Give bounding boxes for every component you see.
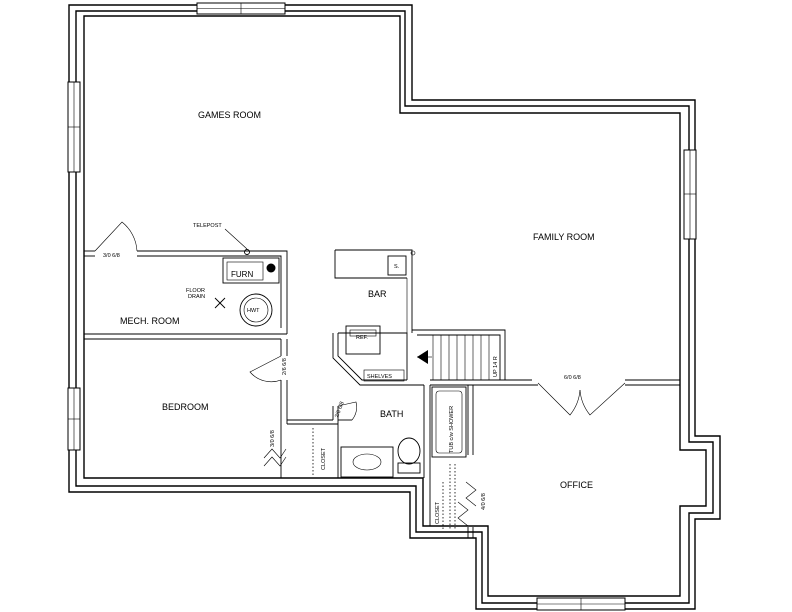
label-bath-door: 2/6 6/8	[334, 401, 345, 419]
furnace	[222, 257, 280, 284]
floor-drain-icon	[214, 297, 226, 309]
label-closet-bedroom: CLOSET	[321, 447, 327, 470]
room-labels: GAMES ROOM FAMILY ROOM MECH. ROOM BEDROO…	[120, 110, 595, 490]
label-drain: DRAIN	[188, 294, 205, 300]
exterior-wall-middle	[75, 10, 714, 604]
label-telepost: TELEPOST	[193, 223, 222, 229]
label-shelves: SHELVES	[367, 374, 392, 380]
label-stair: UP 14 R	[493, 356, 499, 377]
door-swing-bath[interactable]	[337, 401, 357, 421]
label-hwt: HWT	[247, 308, 260, 314]
label-mech-room: MECH. ROOM	[120, 316, 180, 326]
furnace-vent-icon	[266, 263, 276, 273]
label-mech-door: 3/0 6/8	[103, 253, 120, 259]
door-bifold-office-closet[interactable]	[465, 481, 477, 507]
door-swing-mech[interactable]	[94, 221, 138, 252]
refrigerator	[345, 325, 381, 355]
vanity	[340, 446, 394, 478]
stair-arrow-icon	[417, 350, 428, 364]
exterior-wall-outer	[68, 4, 721, 610]
label-tub: TUB c/w SHOWER	[449, 406, 455, 453]
shelves	[363, 369, 405, 382]
label-floor: FLOOR	[186, 288, 205, 294]
telepost-icon	[244, 249, 250, 255]
label-closet-office: CLOSET	[435, 501, 441, 524]
fixtures	[214, 228, 467, 530]
hot-water-tank	[239, 293, 273, 327]
door-labels: 3/0 6/8 2/6 6/8 2/6 6/8 3/0 6/8 6/0 6/8 …	[103, 253, 581, 510]
label-games-room: GAMES ROOM	[198, 110, 261, 120]
exterior-walls	[68, 4, 721, 610]
interior-walls	[84, 250, 680, 538]
label-furn: FURN	[231, 270, 253, 279]
doors	[94, 221, 626, 527]
exterior-wall-inner	[83, 15, 707, 597]
stairs[interactable]	[417, 335, 490, 380]
door-double-family-office[interactable]	[537, 382, 581, 416]
label-bedroom: BEDROOM	[162, 402, 209, 412]
label-office-closet-door: 4/0 6/8	[481, 493, 487, 510]
bathtub	[431, 386, 467, 458]
toilet-icon	[397, 437, 421, 474]
door-swing-bedroom[interactable]	[249, 355, 282, 383]
fixture-labels: FURN HWT FLOOR DRAIN TELEPOST REF. S. SH…	[186, 223, 499, 524]
label-family-office-door: 6/0 6/8	[564, 375, 581, 381]
label-bar: BAR	[368, 289, 387, 299]
label-bath: BATH	[380, 409, 403, 419]
label-ref: REF.	[356, 335, 368, 341]
label-bedroom-door: 2/6 6/8	[282, 358, 288, 375]
windows	[67, 2, 697, 611]
door-bifold-bedroom-closet[interactable]	[263, 448, 287, 459]
label-family-room: FAMILY ROOM	[533, 232, 595, 242]
label-office: OFFICE	[560, 480, 593, 490]
label-sink: S.	[394, 264, 400, 270]
label-bedroom-closet-door: 3/0 6/8	[270, 430, 276, 447]
bar-sink	[387, 255, 407, 276]
bar-counter	[335, 249, 413, 333]
